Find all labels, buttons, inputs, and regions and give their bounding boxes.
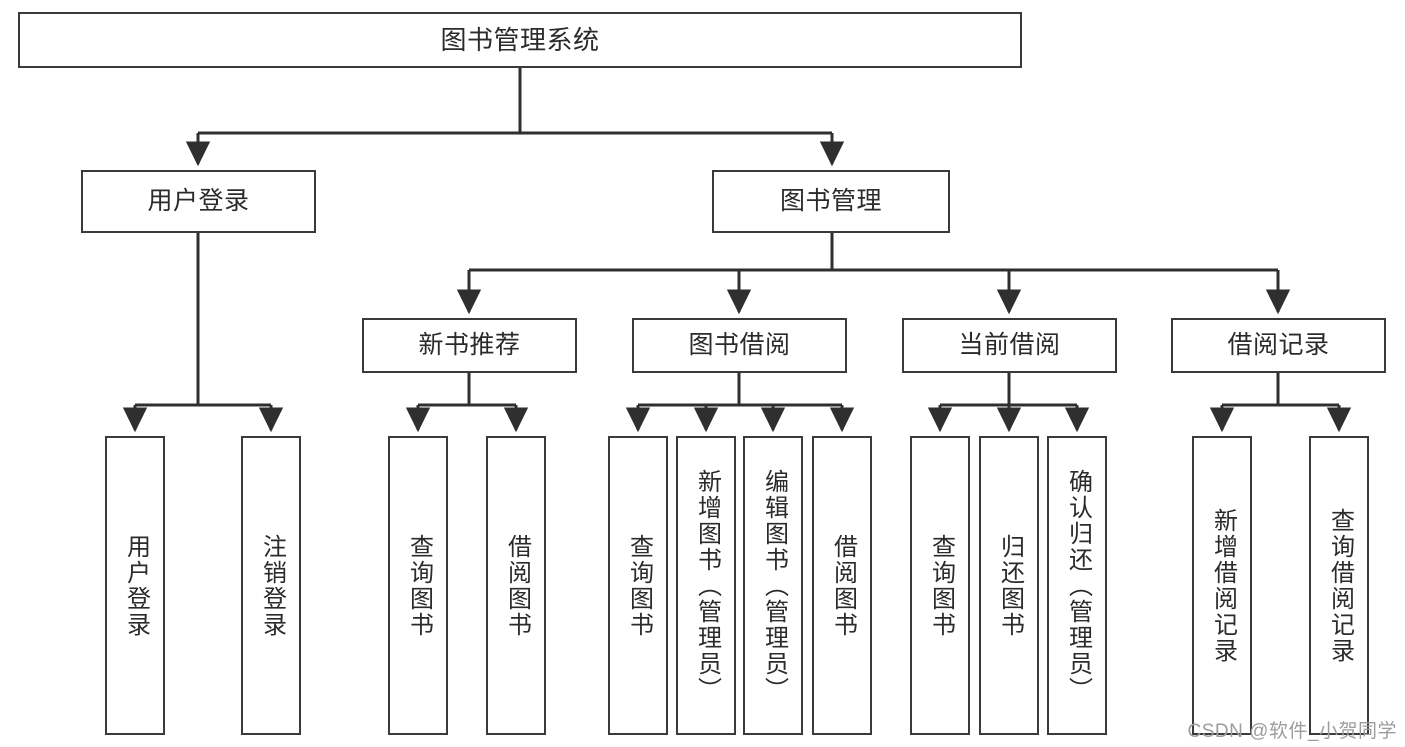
leaf-new-book-borrow[interactable]: 借阅图书 [486,436,546,735]
node-book-management[interactable]: 图书管理 [712,170,950,233]
node-label: 新书推荐 [418,330,521,359]
node-label: 查询借阅记录 [1326,507,1354,664]
watermark-text: CSDN @软件_小贺同学 [1187,721,1397,742]
leaf-borrow-query-book[interactable]: 查询图书 [608,436,668,735]
node-label: 查询图书 [405,533,433,638]
node-label: 用户登录 [122,533,150,638]
node-label: 用户登录 [147,186,250,215]
leaf-current-return-book[interactable]: 归还图书 [979,436,1039,735]
node-label: 新增借阅记录 [1209,507,1237,664]
leaf-record-add-record[interactable]: 新增借阅记录 [1192,436,1252,735]
leaf-borrow-add-book-admin[interactable]: 新增图书（管理员） [676,436,736,735]
node-borrow-record[interactable]: 借阅记录 [1171,318,1386,373]
node-label: 确认归还（管理员） [1064,468,1092,703]
node-label: 图书管理 [779,186,882,215]
node-label: 新增图书（管理员） [693,468,721,703]
node-label: 借阅图书 [503,533,531,638]
node-label: 查询图书 [927,533,955,638]
node-user-login[interactable]: 用户登录 [81,170,316,233]
node-label: 当前借阅 [958,330,1061,359]
leaf-borrow-edit-book-admin[interactable]: 编辑图书（管理员） [743,436,803,735]
leaf-record-query-record[interactable]: 查询借阅记录 [1309,436,1369,735]
node-label: 图书借阅 [688,330,791,359]
node-label: 借阅图书 [829,533,857,638]
leaf-current-query-book[interactable]: 查询图书 [910,436,970,735]
node-label: 图书管理系统 [440,24,600,55]
node-label: 编辑图书（管理员） [760,468,788,703]
node-new-book-recommend[interactable]: 新书推荐 [362,318,577,373]
node-label: 借阅记录 [1227,330,1330,359]
node-label: 查询图书 [625,533,653,638]
leaf-user-login-logout[interactable]: 注销登录 [241,436,301,735]
leaf-current-confirm-return-admin[interactable]: 确认归还（管理员） [1047,436,1107,735]
leaf-new-book-query[interactable]: 查询图书 [388,436,448,735]
node-label: 注销登录 [258,533,286,638]
node-root-book-management-system[interactable]: 图书管理系统 [18,12,1022,68]
leaf-user-login-login[interactable]: 用户登录 [105,436,165,735]
leaf-borrow-borrow-book[interactable]: 借阅图书 [812,436,872,735]
node-label: 归还图书 [996,533,1024,638]
node-current-borrow[interactable]: 当前借阅 [902,318,1117,373]
node-book-borrow[interactable]: 图书借阅 [632,318,847,373]
